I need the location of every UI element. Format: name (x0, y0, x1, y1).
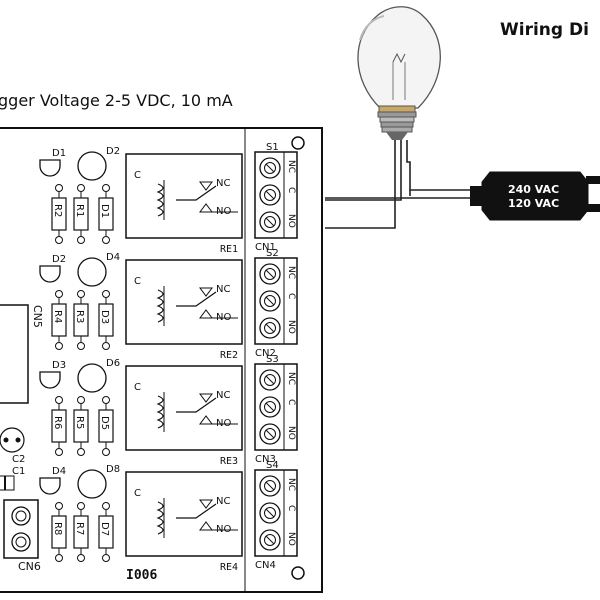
screw-s1-label: S1 (266, 142, 279, 153)
relay-no-label: NO (216, 524, 231, 535)
capacitor-c2-label: C2 (12, 454, 25, 465)
trigger-voltage-note: gger Voltage 2-5 VDC, 10 mA (0, 91, 233, 110)
resistor-r8-label: R8 (52, 522, 63, 535)
resistor-d7-label: D7 (99, 522, 110, 536)
relay-no-label: NO (216, 418, 231, 429)
resistor-r7-label: R7 (74, 522, 85, 535)
pin-label: NC (286, 160, 296, 173)
relay-nc-label: NC (216, 496, 230, 507)
led-d8-label: D8 (106, 464, 120, 475)
screw-s3-label: S3 (266, 354, 279, 365)
pin-label: NC (286, 372, 296, 385)
capacitor-c2 (0, 427, 25, 453)
relay-common-label: C (134, 382, 141, 393)
diode-d1 (39, 159, 61, 177)
power-voltage-240: 240 VAC (508, 183, 559, 196)
pin-label: C (286, 293, 296, 299)
relay-re2-label: RE2 (220, 350, 238, 361)
diode-d3-label: D3 (52, 360, 66, 371)
diode-d3 (39, 371, 61, 389)
diode-d4 (39, 477, 61, 495)
connector-cn6-label: CN6 (18, 560, 41, 573)
relay-nc-label: NC (216, 284, 230, 295)
relay-common-label: C (134, 170, 141, 181)
pin-label: C (286, 187, 296, 193)
pin-label: NC (286, 266, 296, 279)
relay-common-label: C (134, 276, 141, 287)
diode-d4-label: D4 (52, 466, 66, 477)
resistor-r6-label: R6 (52, 416, 63, 429)
resistor-d3-label: D3 (99, 310, 110, 324)
light-bulb-icon (357, 6, 441, 140)
diode-d2 (39, 265, 61, 283)
resistor-d1-label: D1 (99, 204, 110, 218)
pin-label: C (286, 505, 296, 511)
connector-cn5-label: CN5 (31, 305, 44, 328)
diode-d2-label: D2 (52, 254, 66, 265)
led-d6 (77, 363, 107, 393)
resistor-r4-label: R4 (52, 310, 63, 323)
resistor-r1-label: R1 (74, 204, 85, 217)
terminal-cn2-label: CN2 (255, 348, 276, 359)
relay-nc-label: NC (216, 390, 230, 401)
cn6-screw-1 (11, 506, 31, 526)
terminal-cn1-label: CN1 (255, 242, 276, 253)
terminal-cn4-label: CN4 (255, 560, 276, 571)
relay-no-label: NO (216, 312, 231, 323)
resistor-r5-label: R5 (74, 416, 85, 429)
led-d2-label: D2 (106, 146, 120, 157)
cn6-screw-2 (11, 532, 31, 552)
relay-no-label: NO (216, 206, 231, 217)
relay-re3 (125, 365, 243, 451)
resistor-r3-label: R3 (74, 310, 85, 323)
diode-d1-label: D1 (52, 148, 66, 159)
board-code: I006 (126, 568, 157, 583)
relay-re4 (125, 471, 243, 557)
led-d8 (77, 469, 107, 499)
pin-label: NO (286, 532, 296, 546)
led-d2 (77, 151, 107, 181)
diagram-title: Wiring Di (500, 20, 589, 40)
resistor-r2-label: R2 (52, 204, 63, 217)
relay-common-label: C (134, 488, 141, 499)
resistor-d5-label: D5 (99, 416, 110, 430)
pin-label: NC (286, 478, 296, 491)
capacitor-c1-label: C1 (12, 466, 25, 477)
relay-re3-label: RE3 (220, 456, 238, 467)
relay-nc-label: NC (216, 178, 230, 189)
power-plug-icon (470, 171, 600, 221)
capacitor-c1 (0, 475, 15, 491)
led-d6-label: D6 (106, 358, 120, 369)
led-d4 (77, 257, 107, 287)
relay-re4-label: RE4 (220, 562, 238, 573)
relay-re1 (125, 153, 243, 239)
led-d4-label: D4 (106, 252, 120, 263)
pin-label: NO (286, 320, 296, 334)
screw-s4-label: S4 (266, 460, 279, 471)
pin-label: NO (286, 214, 296, 228)
relay-re1-label: RE1 (220, 244, 238, 255)
power-voltage-120: 120 VAC (508, 197, 559, 210)
screw-s2-label: S2 (266, 248, 279, 259)
pin-label: C (286, 399, 296, 405)
relay-re2 (125, 259, 243, 345)
pin-label: NO (286, 426, 296, 440)
terminal-cn3-label: CN3 (255, 454, 276, 465)
